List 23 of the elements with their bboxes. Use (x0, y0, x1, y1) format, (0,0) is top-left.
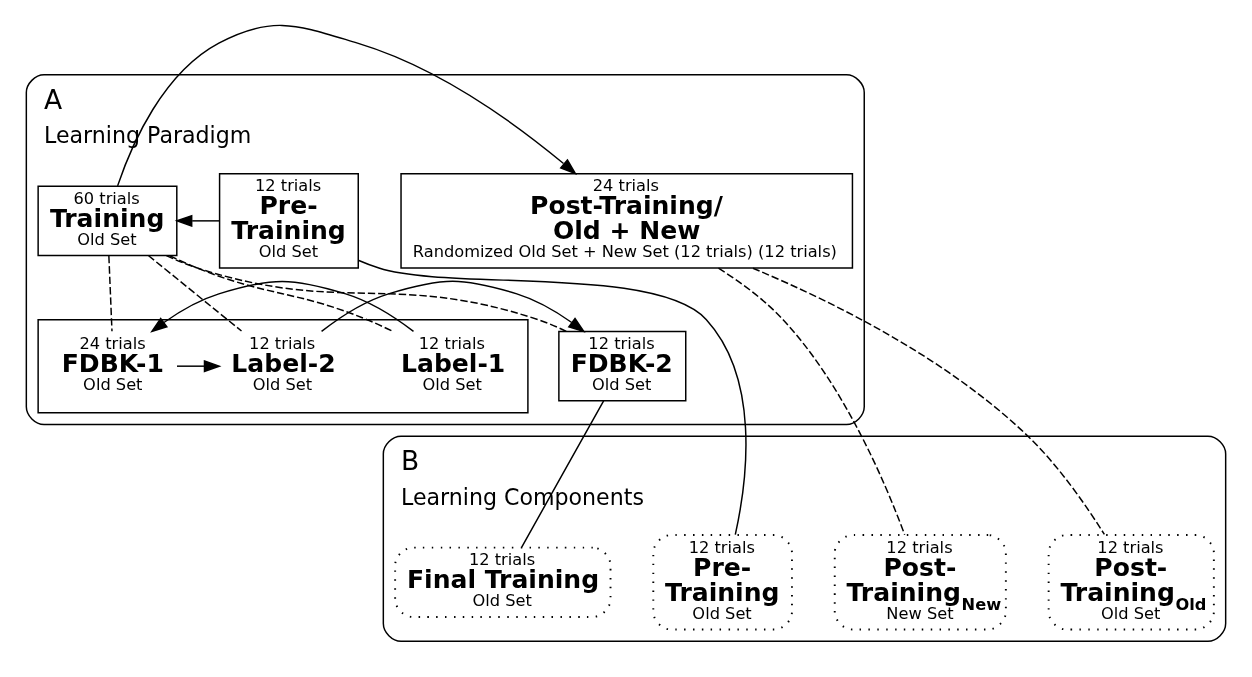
node-box: 12 trials Pre- Training Old Set (652, 533, 793, 630)
node-box: 12 trials Post- Training$_{New}$ New Set (833, 533, 1007, 630)
connector (752, 267, 1106, 535)
node-box: 60 trials Training Old Set (37, 184, 178, 256)
arrow (116, 24, 578, 187)
node-box: 12 trials FDBK-2 Old Set (558, 330, 687, 402)
node-box: 24 trials Post-Training/ Old + New Randomized Old Set + New Set (12 trials) (12 trials) (400, 172, 854, 269)
arrow (150, 280, 415, 333)
connector (169, 254, 394, 332)
node-text: 12 trials Label-1 Old Set (401, 333, 506, 394)
arrow (320, 280, 586, 333)
node-box: 12 trials Post- Training$_{Old}$ Old Set (1047, 533, 1215, 630)
node-text: 12 trials Label-2 Old Set (231, 333, 336, 394)
arrow (174, 214, 221, 227)
node-box: 12 trials Pre- Training Old Set (218, 172, 359, 269)
node-box: 12 trials Final Training Old Set (394, 546, 612, 618)
connector (717, 267, 906, 536)
connector (165, 254, 568, 332)
connector (357, 259, 747, 535)
connector (147, 254, 243, 332)
node-text: 24 trials FDBK-1 Old Set (61, 333, 164, 394)
connector (108, 254, 113, 332)
arrow (176, 359, 222, 372)
